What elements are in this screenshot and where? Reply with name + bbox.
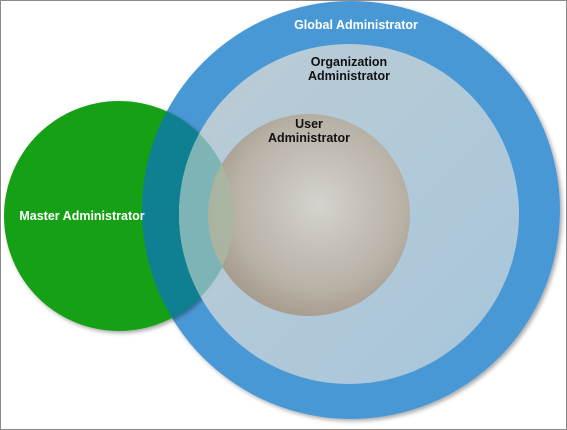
organization-administrator-label-line1: Organization <box>311 55 387 69</box>
master-administrator-label: Master Administrator <box>19 209 144 223</box>
global-administrator-label: Global Administrator <box>294 18 418 32</box>
user-administrator-circle <box>208 114 410 316</box>
user-administrator-label-line1: User <box>295 117 323 131</box>
organization-administrator-label-line2: Administrator <box>308 69 390 83</box>
user-administrator-label-line2: Administrator <box>268 131 350 145</box>
